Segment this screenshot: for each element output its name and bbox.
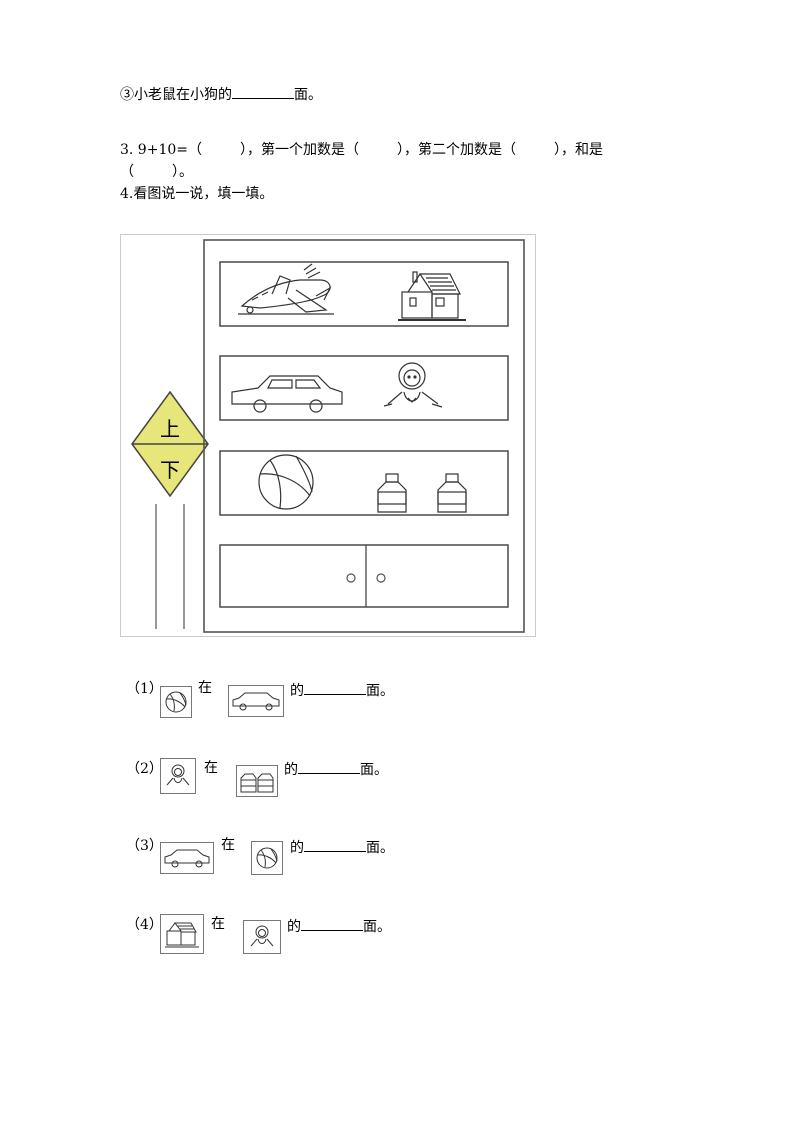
shelf-figure: 上 下 [120,234,536,637]
up-down-sign [131,390,209,498]
question-2-3: ③小老鼠在小狗的面。 [120,84,322,104]
subquestion-1-zai: 在 [198,680,212,696]
question-3: 3. 9+10=（），第一个加数是（），第二个加数是（），和是 [120,142,603,158]
cupboard [219,544,509,608]
sign-label-up: 上 [160,417,180,441]
question-4-title: 4.看图说一说，填一填。 [120,186,274,202]
doll-icon [243,920,281,954]
doll-icon [383,362,443,408]
shelf-second [219,355,509,421]
answer-blank[interactable] [304,837,366,852]
subquestion-4-number: （4） [126,917,163,933]
subquestion-2-number: （2） [126,761,163,777]
car-icon [231,375,343,413]
sign-label-down: 下 [160,458,180,482]
question-3-line2: （）。 [120,164,193,180]
subquestion-3-answer: 的面。 [290,837,394,857]
airplane-icon [238,263,334,315]
subquestion-1-number: （1） [126,681,163,697]
bottles-icon [236,765,278,797]
ball-icon [251,841,283,875]
subquestion-2-zai: 在 [204,760,218,776]
answer-blank[interactable] [232,84,294,99]
answer-blank[interactable] [301,916,363,931]
subquestion-4-zai: 在 [211,916,225,932]
house-icon [160,914,204,954]
sign-pole [155,504,185,629]
subquestion-2-answer: 的面。 [284,759,388,779]
subquestion-4-answer: 的面。 [287,916,391,936]
answer-blank[interactable] [304,680,366,695]
cabinet-frame [203,239,525,633]
cupboard-knob-right [376,573,386,583]
shelf-top [219,261,509,327]
doll-icon [160,758,196,794]
ball-icon [258,454,314,510]
shelf-illustration: 上 下 [120,234,536,637]
ball-icon [160,686,192,718]
subquestion-3-zai: 在 [221,837,235,853]
cupboard-knob-left [346,573,356,583]
subquestion-3-number: （3） [126,838,163,854]
bottles-icon [377,473,467,513]
house-icon [398,271,466,321]
car-icon [228,685,284,717]
car-icon [160,842,214,874]
answer-blank[interactable] [298,759,360,774]
subquestion-1-answer: 的面。 [290,680,394,700]
shelf-third [219,450,509,516]
